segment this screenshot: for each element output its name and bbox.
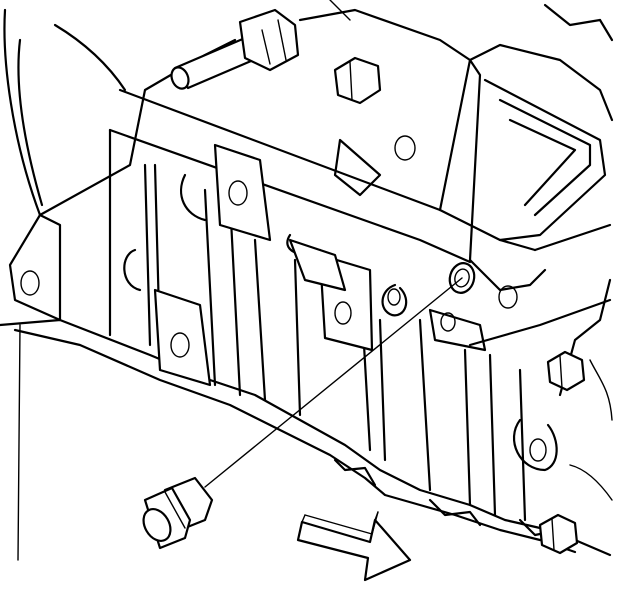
hex-bolt-icon — [538, 513, 579, 555]
stud-nut-icon — [238, 8, 300, 72]
leader-line — [204, 277, 463, 488]
hex-bolt-icon — [333, 56, 382, 105]
engine-block — [0, 0, 614, 561]
flange-hole-left — [20, 270, 40, 296]
hex-bolt-icon — [546, 350, 586, 392]
arrow-right-icon — [296, 518, 412, 582]
direction-arrow — [296, 511, 412, 582]
oil-gallery-plug[interactable] — [138, 476, 214, 550]
stud-bolt — [170, 8, 300, 90]
hex-bolts — [333, 56, 586, 555]
